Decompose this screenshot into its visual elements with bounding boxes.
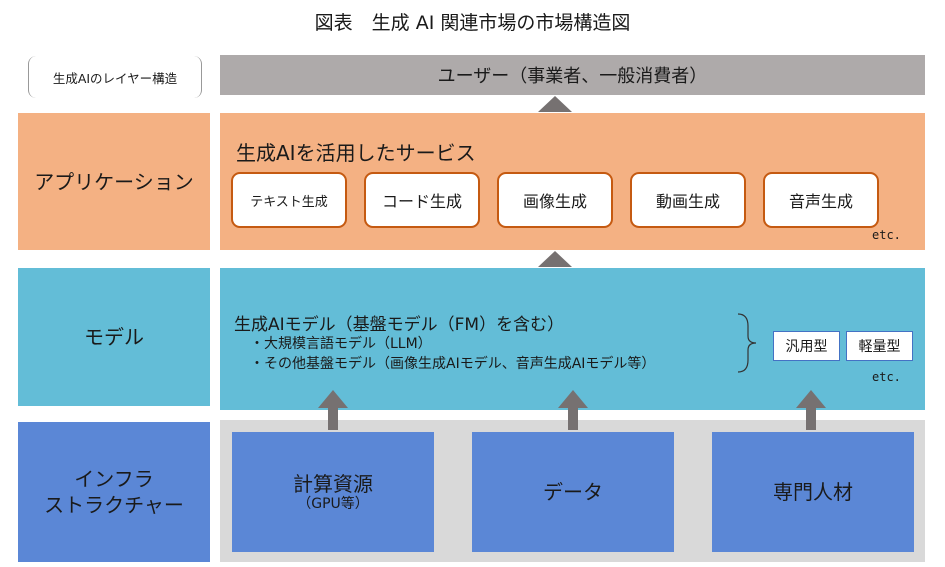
infra-compute-sub: （GPU等）: [297, 495, 369, 512]
infra-layer-label: インフラ ストラクチャー: [18, 422, 210, 562]
arrow-up-icon: [558, 390, 588, 430]
arrow-up-icon: [318, 390, 348, 430]
diagram-title: 図表 生成 AI 関連市場の市場構造図: [314, 12, 631, 34]
brace-icon: [737, 313, 757, 373]
infra-talent: 専門人材: [712, 432, 914, 552]
application-layer-label: アプリケーション: [18, 113, 210, 250]
model-layer-label: モデル: [18, 268, 210, 406]
infra-compute: 計算資源 （GPU等）: [232, 432, 434, 552]
model-heading: 生成AIモデル（基盤モデル（FM）を含む）: [234, 315, 565, 335]
layer-structure-label: 生成AIのレイヤー構造: [28, 56, 202, 98]
infra-data: データ: [472, 432, 674, 552]
service-image-generation: 画像生成: [497, 172, 613, 228]
application-etc: etc.: [872, 228, 901, 242]
arrow-up-icon: [538, 251, 572, 267]
model-type-general: 汎用型: [773, 331, 840, 361]
infra-talent-label: 専門人材: [773, 480, 853, 504]
service-audio-generation: 音声生成: [763, 172, 879, 228]
model-bullet: ・大規模言語モデル（LLM）: [250, 336, 432, 352]
arrow-up-icon: [796, 390, 826, 430]
service-text-generation: テキスト生成: [231, 172, 347, 228]
infra-compute-label: 計算資源: [293, 471, 373, 496]
user-bar: ユーザー（事業者、一般消費者）: [220, 55, 925, 95]
infra-label-line1: インフラ: [74, 467, 154, 491]
application-heading: 生成AIを活用したサービス: [236, 141, 476, 165]
infra-data-label: データ: [543, 480, 603, 504]
service-video-generation: 動画生成: [630, 172, 746, 228]
model-etc: etc.: [872, 370, 901, 384]
arrow-up-icon: [538, 96, 572, 112]
model-bullet: ・その他基盤モデル（画像生成AIモデル、音声生成AIモデル等）: [250, 356, 656, 372]
service-code-generation: コード生成: [364, 172, 480, 228]
infra-label-line2: ストラクチャー: [44, 493, 184, 517]
model-type-lightweight: 軽量型: [846, 331, 913, 361]
